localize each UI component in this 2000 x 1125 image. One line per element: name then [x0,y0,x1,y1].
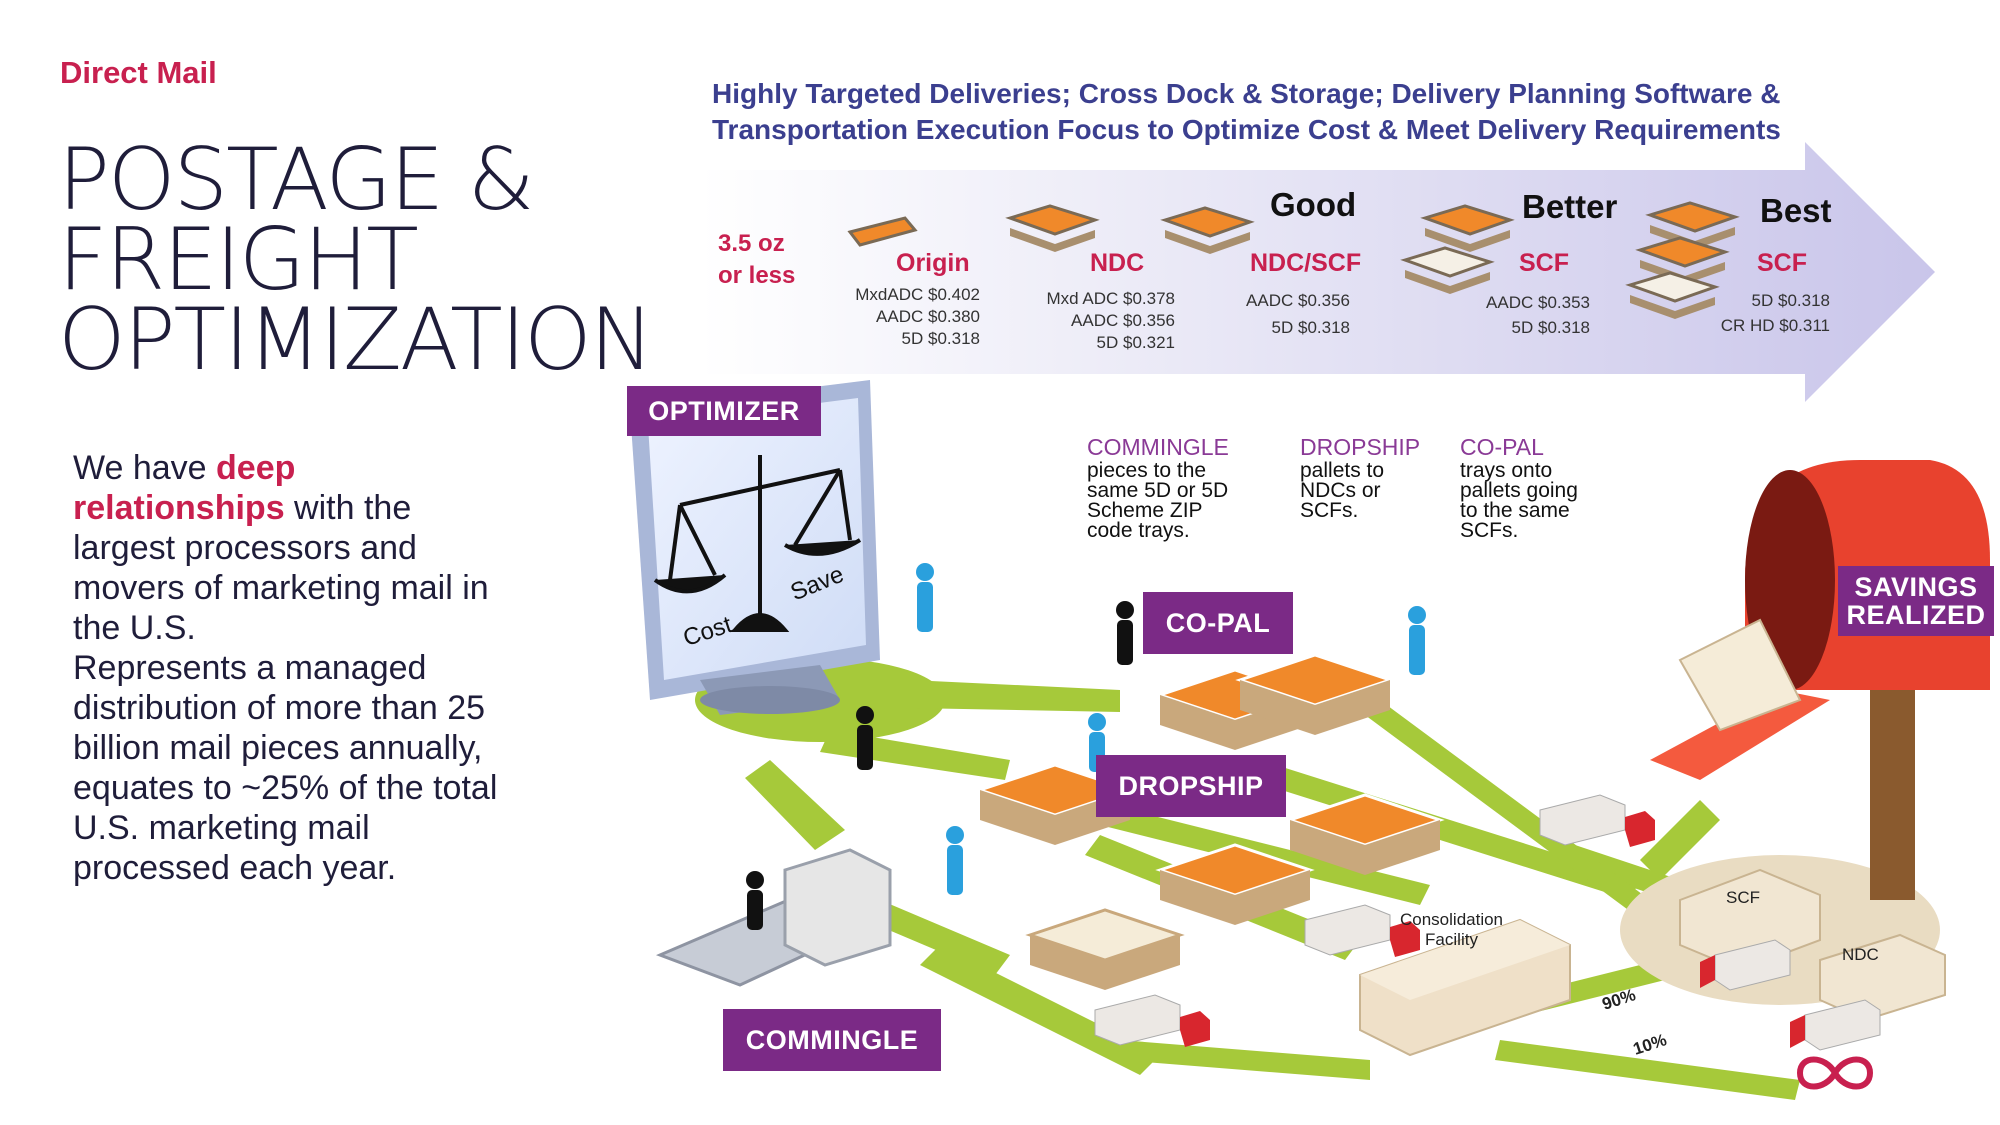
page-title: POSTAGE & FREIGHT OPTIMIZATION [58,130,654,390]
analyst-figures [916,563,1426,895]
consolidation-facility-label: Consolidation Facility [1400,910,1503,950]
definition-commingle: COMMINGLE pieces to the same 5D or 5D Sc… [1087,434,1229,541]
definition-line: same 5D or 5D [1087,479,1229,502]
title-line-2: FREIGHT [58,210,419,310]
rate: 5D $0.318 [1511,318,1590,337]
definition-line: Scheme ZIP [1087,499,1203,522]
computer-monitor [630,380,880,715]
tier-head-better: Better [1522,188,1618,225]
definition-line: pallets going [1460,479,1578,502]
rate: AADC $0.356 [1246,291,1350,310]
definition-line: SCFs. [1460,519,1519,542]
consolidation-facility [1359,918,1571,1057]
ndc-building [1819,933,1946,1022]
rates-ndc: Mxd ADC $0.378 AADC $0.356 5D $0.321 [1010,288,1175,354]
tier-loc-ndc: NDC [1090,249,1145,277]
tier-loc-ndc-scf: NDC/SCF [1250,249,1362,277]
definition-line: pallets to [1300,459,1385,482]
tier-loc-scf-best: SCF [1757,249,1807,277]
title-line-1: POSTAGE & [58,130,535,230]
truck-icons [1094,794,1881,1051]
intro-paragraph-2: Represents a managed distribution of mor… [73,649,498,887]
savings-line-2: REALIZED [1846,600,1986,630]
definition-head: DROPSHIP [1300,434,1421,460]
definition-line: SCFs. [1300,499,1359,522]
weight-line-2: or less [718,262,796,289]
weight-label: 3.5 oz or less [718,228,795,292]
ndc-label: NDC [1842,945,1879,964]
definition-line: NDCs or [1300,479,1381,502]
balance-scale-icon [653,455,862,632]
weight-line-1: 3.5 oz [718,230,785,257]
definition-head: CO-PAL [1460,434,1544,460]
definition-line: to the same [1460,499,1570,522]
tier-head-good: Good [1270,186,1357,223]
rate: AADC $0.356 [1071,311,1175,330]
section-tag: Direct Mail [60,55,217,90]
tier-arrow [700,142,1935,402]
rates-scf-best: 5D $0.318 CR HD $0.311 [1700,288,1830,338]
intro-text-rest: with the largest processors and movers o… [73,489,489,647]
tier-head-best: Best [1760,192,1832,229]
rate: Mxd ADC $0.378 [1046,289,1175,308]
copal-label: CO-PAL [1143,592,1293,654]
dropship-label: DROPSHIP [1096,755,1286,817]
rate: MxdADC $0.402 [855,285,980,304]
tier-loc-scf-better: SCF [1519,249,1569,277]
headline: Highly Targeted Deliveries; Cross Dock &… [712,76,1781,148]
rate: 5D $0.318 [901,329,980,348]
savings-realized-label: SAVINGS REALIZED [1838,566,1994,636]
consolidation-line-1: Consolidation [1400,910,1504,929]
savings-line-1: SAVINGS [1854,572,1978,602]
intro-highlight: deep relationships [73,449,296,527]
rate: AADC $0.380 [876,307,980,326]
scf-label: SCF [1726,888,1760,907]
rate: 5D $0.318 [1751,291,1830,310]
rates-ndc-scf: AADC $0.356 5D $0.318 [1220,287,1350,341]
headline-line-1: Highly Targeted Deliveries; Cross Dock &… [712,78,1781,109]
definition-head: COMMINGLE [1087,434,1229,460]
green-paths [695,658,1800,1100]
tier-loc-origin: Origin [896,249,970,277]
definition-line: trays onto [1460,459,1553,482]
definition-copal: CO-PAL trays onto pallets going to the s… [1460,434,1578,541]
pallet-stacks [975,653,1445,990]
title-line-3: OPTIMIZATION [58,290,654,390]
intro-text: We have [73,449,217,487]
definition-line: pieces to the [1087,459,1207,482]
rates-origin: MxdADC $0.402 AADC $0.380 5D $0.318 [820,284,980,350]
conveyor [655,848,892,987]
rates-scf-better: AADC $0.353 5D $0.318 [1460,290,1590,340]
headline-line-2: Transportation Execution Focus to Optimi… [712,114,1781,145]
consolidation-line-2: Facility [1425,930,1478,949]
rate: 5D $0.318 [1271,318,1350,337]
optimizer-label: OPTIMIZER [627,386,821,436]
rate: CR HD $0.311 [1720,316,1830,335]
definition-line: code trays. [1087,519,1190,542]
scf-building [1679,868,1821,972]
infinity-logo-icon [1796,1056,1874,1090]
intro-paragraph-1: We have deep relationships with the larg… [73,448,513,648]
commingle-label: COMMINGLE [723,1009,941,1071]
rate: 5D $0.321 [1096,333,1175,352]
definition-dropship: DROPSHIP pallets to NDCs or SCFs. [1300,434,1420,521]
rate: AADC $0.353 [1486,293,1590,312]
arrow-trays [847,201,1740,319]
worker-figures [746,601,1134,930]
